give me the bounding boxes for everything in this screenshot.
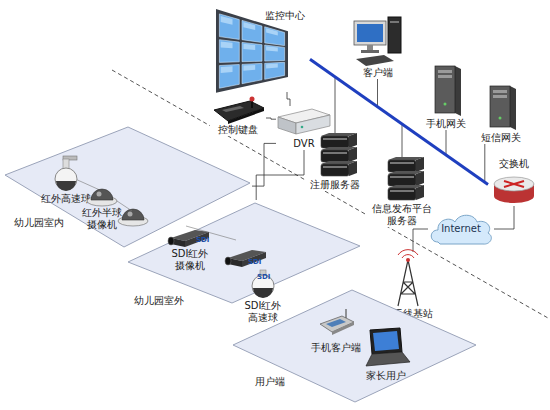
device-label: 短信网关 — [474, 132, 528, 144]
mobile-client: 手机客户端 — [305, 308, 367, 354]
network-cable — [266, 118, 276, 119]
gateway-server: 手机网关 — [420, 64, 472, 130]
network-switch: 交换机 — [488, 158, 540, 206]
gateway-server-icon — [474, 84, 528, 132]
network-cable — [378, 79, 489, 184]
sdi-tag: SDI — [196, 236, 209, 244]
laptop-user: 家长用户 — [360, 326, 412, 382]
gateway-server: 短信网关 — [474, 84, 528, 144]
device-label: 手机客户端 — [305, 342, 367, 354]
network-backbone — [310, 59, 488, 184]
device-label: 交换机 — [488, 158, 540, 170]
client-pc-icon — [350, 15, 405, 67]
zone-label: 幼儿园室内 — [14, 217, 64, 229]
device-label: 监控中心 — [264, 10, 306, 22]
network-cable — [413, 229, 428, 252]
zone-label: 幼儿园室外 — [134, 295, 184, 307]
zone-label: 用户端 — [255, 376, 285, 388]
device-label: 信息发布平台 服务器 — [366, 203, 438, 227]
internet-cloud: Internet — [428, 210, 494, 248]
sdi-tag: SDI — [248, 258, 261, 266]
mobile-client-icon — [305, 308, 367, 342]
network-switch-icon — [488, 170, 540, 206]
bullet-camera: SDI红外 摄像机 — [165, 226, 215, 272]
dvr-box-icon — [276, 106, 332, 138]
device-label: 客户端 — [350, 67, 405, 79]
base-station-icon — [390, 252, 436, 308]
zone-panel: 用户端 手机客户端家长用户 — [230, 288, 480, 406]
laptop-user-icon — [360, 326, 412, 370]
dome-camera-icon — [76, 181, 128, 207]
network-cable — [252, 143, 276, 186]
client-pc: 客户端 — [350, 15, 405, 79]
device-label: 手机网关 — [420, 118, 472, 130]
server-stack: 注册服务器 — [305, 133, 365, 191]
video-wall: 监控中心 — [214, 10, 310, 92]
dome-camera: 红外半球 摄像机 — [76, 181, 128, 231]
gateway-server-icon — [420, 64, 472, 118]
network-cable — [287, 92, 290, 106]
device-label: SDI红外 摄像机 — [165, 248, 215, 272]
video-wall-icon — [214, 10, 310, 92]
device-label: 家长用户 — [360, 370, 412, 382]
network-cable — [256, 150, 304, 200]
device-label: Internet — [428, 210, 494, 248]
server-stack: 信息发布平台 服务器 — [366, 157, 438, 227]
network-cable — [494, 206, 514, 229]
device-label: 注册服务器 — [305, 179, 365, 191]
speed-dome: 红外高速球 — [35, 155, 97, 205]
sdi-tag: SDI — [257, 273, 270, 281]
device-label: 控制键盘 — [210, 124, 266, 136]
server-stack-icon — [366, 157, 438, 203]
server-stack-icon — [305, 133, 365, 179]
device-label: 红外半球 摄像机 — [76, 207, 128, 231]
control-keyboard: 控制键盘 — [210, 96, 266, 136]
control-keyboard-icon — [210, 96, 266, 124]
speed-dome-icon — [35, 155, 97, 193]
zone-panel: 幼儿园室外SDI红外 摄像机SDI红外 高速球 — [126, 200, 364, 312]
device-label: SDI红外 高速球 — [238, 300, 288, 324]
